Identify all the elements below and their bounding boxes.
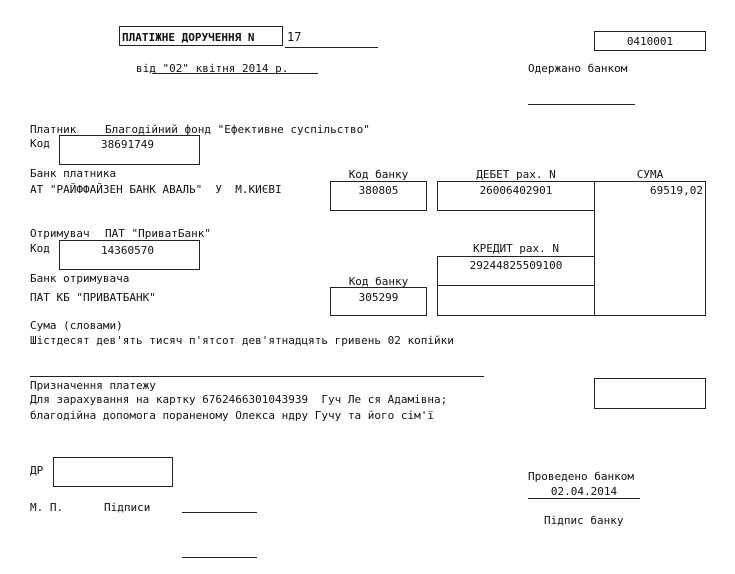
stamp-label: М. П. [30,501,64,514]
payer-label: Платник [30,123,77,136]
payer-bank-code-box [330,181,427,211]
form-code-box [594,31,706,51]
recipient-bank-code-box [330,287,427,316]
received-by-bank-label: Одержано банком [528,62,628,75]
recipient-name: ПАТ "ПриватБанк" [105,227,211,240]
payer-bank-code-label: Код банку [348,168,409,181]
document-date: від "02" квітня 2014 р. [136,62,289,75]
credit-account: 29244825509100 [469,259,563,272]
amount-box [594,181,706,316]
payer-code-box [59,135,200,165]
sum-words-separator [30,376,484,377]
credit-label: КРЕДИТ рах. N [472,242,560,255]
recipient-code-label: Код [30,242,50,255]
debit-account: 26006402901 [479,184,553,197]
processed-date: 02.04.2014 [550,485,618,498]
recipient-label: Отримувач [30,227,90,240]
bank-signature-label: Підпис банку [544,514,624,527]
amount-value: 69519,02 [650,184,703,197]
amount-label: СУМА [636,168,664,181]
processed-date-underline [528,498,640,499]
debit-label: ДЕБЕТ рах. N [476,168,556,181]
sum-words-label: Сума (словами) [30,319,123,332]
document-number-underline [285,47,378,48]
processed-by-bank-label: Проведено банком [528,470,634,483]
document-title: ПЛАТІЖНЕ ДОРУЧЕННЯ N [122,31,255,44]
purpose-line-1: Для зарахування на картку 67624663010439… [30,393,448,406]
received-by-bank-line [528,104,635,105]
document-number: 17 [287,30,302,44]
dr-box [53,457,173,487]
payer-name: Благодійний фонд "Ефективне суспільство" [105,123,370,136]
credit-extra-box [437,285,595,316]
signature-line-1 [182,512,257,513]
payer-bank-label: Банк платника [30,167,117,180]
recipient-bank-code: 305299 [358,291,399,304]
form-code: 0410001 [626,35,674,48]
purpose-label: Призначення платежу [30,379,156,392]
title-highlight [119,26,283,46]
recipient-code: 14360570 [101,244,154,257]
payer-bank-name: АТ "РАЙФФАЙЗЕН БАНК АВАЛЬ" У М.КИЄВІ [30,183,282,196]
payer-code-label: Код [30,137,50,150]
recipient-code-box [59,240,200,270]
payer-bank-code: 380805 [358,184,399,197]
sum-words-text: Шістдесят дев'ять тисяч п'ятсот дев'ятна… [30,334,454,347]
recipient-bank-label: Банк отримувача [30,272,130,285]
recipient-bank-name: ПАТ КБ "ПРИВАТБАНК" [30,291,156,304]
dr-label: ДР [30,464,44,477]
payer-code: 38691749 [101,138,154,151]
signatures-label: Підписи [104,501,151,514]
document-date-underline [152,73,318,74]
purpose-line-2: благодійна допомога пораненому Олекса нд… [30,409,434,422]
purpose-side-box [594,378,706,409]
signature-line-2 [182,557,257,558]
recipient-bank-code-label: Код банку [348,275,409,288]
